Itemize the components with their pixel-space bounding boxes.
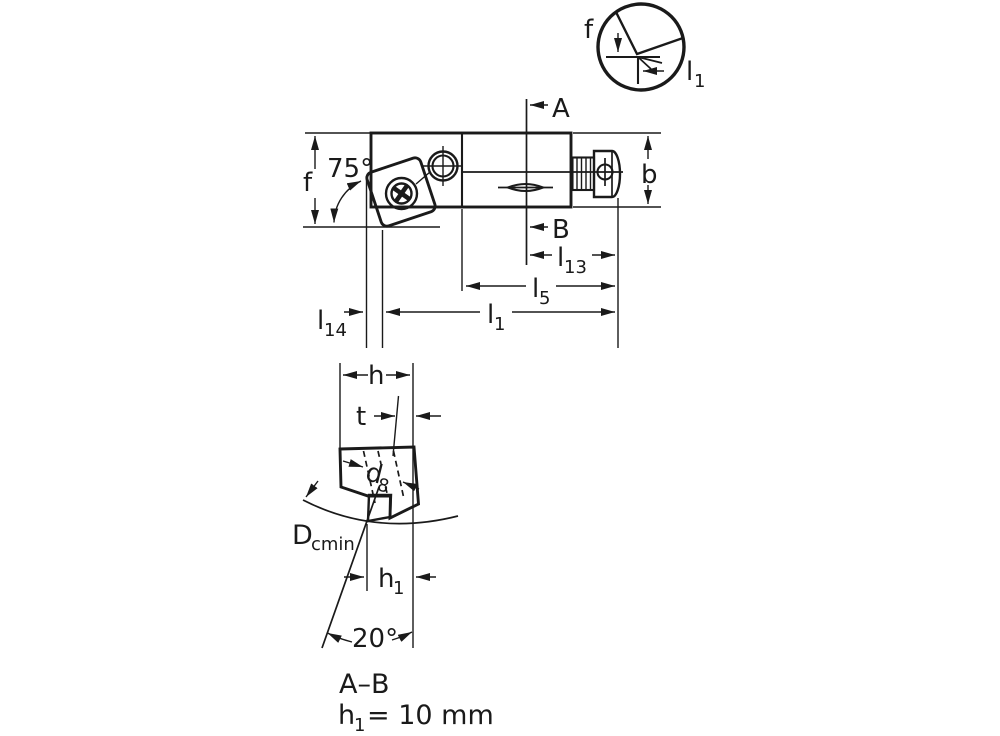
- detail-insert-wedge: [614, 2, 685, 56]
- phillips-cross-icon: [392, 184, 411, 203]
- angle-20-line: [321, 486, 380, 649]
- screw-head: [592, 149, 622, 199]
- insert-clamp-screw: [384, 176, 419, 211]
- hole-hidden-line: [392, 450, 405, 500]
- angle-20-arc-right: [391, 631, 413, 642]
- l13-label: l: [557, 243, 564, 273]
- l14-label: l: [317, 306, 324, 336]
- d8-arrow-right: [402, 481, 420, 492]
- dcmin-arc: [302, 499, 459, 525]
- l1-subscript: 1: [494, 314, 505, 335]
- f-dim-label: f: [303, 168, 313, 198]
- hole-centerline: [384, 486, 389, 498]
- section-b-label: B: [552, 215, 570, 245]
- screw-threads: [576, 158, 592, 189]
- detail-l1-subscript: 1: [694, 71, 705, 92]
- d8-label-group: d 8: [363, 458, 392, 498]
- t-reference-line: [392, 395, 400, 457]
- l5-label: l: [532, 274, 539, 304]
- d8-subscript: 8: [375, 474, 391, 497]
- insert-screw-head: [390, 182, 413, 205]
- d8-arrow-left: [342, 459, 364, 468]
- caption-note-subscript: 1: [354, 715, 365, 736]
- h-dim-label: h: [368, 361, 384, 391]
- insert-screw-washer: [384, 176, 419, 211]
- angle-75-label: 75°: [327, 154, 373, 184]
- adjusting-screw: [571, 149, 623, 199]
- angle-75-arc: [330, 180, 362, 223]
- h1-dim-label: h: [378, 564, 394, 594]
- l13-subscript: 13: [564, 257, 587, 278]
- section-view: h t d 8 D cmin h 1 20°: [292, 361, 459, 654]
- dcmin-subscript: cmin: [311, 534, 355, 555]
- detail-f-label: f: [584, 15, 594, 45]
- caption-note-rest: = 10 mm: [367, 700, 494, 731]
- detail-view: f l 1: [584, 2, 705, 92]
- section-a-label: A: [552, 94, 570, 124]
- angle-20-arc-left: [327, 632, 353, 643]
- dcmin-label: D: [292, 520, 313, 551]
- crosshair-screw: [423, 146, 463, 186]
- h1-dim-subscript: 1: [393, 578, 404, 599]
- dcmin-arc-arrow: [305, 480, 319, 498]
- detail-edge-angle-lines: [637, 56, 663, 70]
- hole-centerline: [377, 450, 382, 465]
- caption-note-main: h: [338, 700, 355, 731]
- l5-subscript: 5: [539, 288, 550, 309]
- b-dim-label: b: [641, 160, 658, 190]
- hole-hidden-line: [362, 450, 376, 504]
- l1-label: l: [487, 300, 494, 330]
- pocket-edge-line: [415, 171, 431, 185]
- t-dim-label: t: [356, 402, 366, 432]
- detail-l1-label: l: [686, 57, 693, 87]
- indexable-insert: [365, 156, 437, 228]
- angle-20-label: 20°: [352, 624, 398, 654]
- caption-section-label: A–B: [339, 669, 390, 700]
- oval-slot: [505, 182, 546, 193]
- insert-section: [366, 493, 393, 523]
- l14-subscript: 14: [324, 320, 347, 341]
- toolholder-body: [369, 131, 573, 209]
- caption: A–B h 1 = 10 mm: [338, 669, 494, 736]
- top-view: A B f 75° b l 13 l 5 l 1 l 14: [303, 94, 661, 348]
- d8-label: d: [363, 458, 386, 491]
